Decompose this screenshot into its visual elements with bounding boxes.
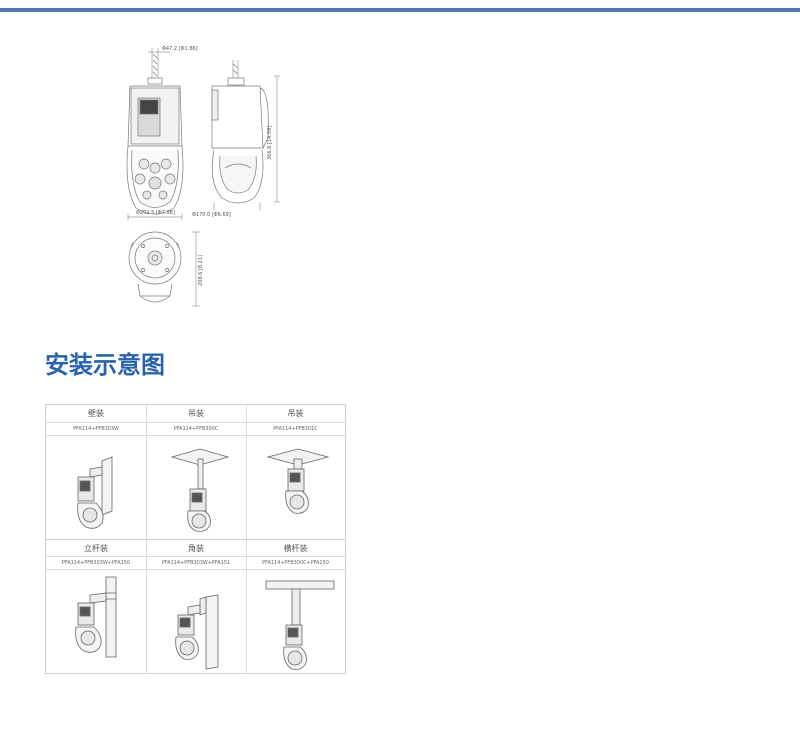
ceiling-mount-illustration [170,448,230,532]
dimension-drawings: Φ47.2 [Φ1.86] Φ202.5 [Φ7.98] Φ170.0 [Φ6.… [126,46,280,307]
top-rule [0,8,800,12]
pole-mount-illustration [75,576,117,658]
mount-label-wall: 壁装 [46,405,146,423]
crossbar-mount-illustration [265,580,335,670]
mount-model-crossbar: PFA114+PFB300C+PFA150 [246,557,345,570]
section-title: 安装示意图 [45,350,165,379]
corner-mount-illustration [175,594,219,670]
mount-model-pole: PFA114+PFB303W+PFA150 [46,557,146,570]
wall-mount-illustration [77,456,113,529]
mount-model-corner: PFA114+PFB303W+PFA151 [146,557,246,570]
top-banner [0,0,800,12]
grid-divider [46,539,345,540]
mount-label-ceiling: 吊装 [146,405,246,423]
mount-model-ceiling: PFA114+PFB300C [146,423,246,436]
mount-label-crossbar: 横杆装 [246,540,345,557]
dim-side-height: 366.8 [14.39] [267,126,273,160]
mount-model-wall: PFA114+PFB303W [46,423,146,436]
ceiling-mount-illustration-2 [266,448,330,514]
mount-label-corner: 角装 [146,540,246,557]
mount-grid: 壁装 吊装 吊装 PFA114+PFB303W PFA114+PFB300C P… [45,404,346,674]
dim-top-width: Φ47.2 [Φ1.86] [162,46,198,52]
mount-model-ceiling-2: PFA114+PFB301C [246,423,345,436]
mount-label-ceiling-2: 吊装 [246,405,345,423]
dim-bottom-depth: 208.6 [8.21] [198,255,204,286]
dim-side-base: Φ170.0 [Φ6.69] [192,212,231,218]
mount-label-pole: 立杆装 [46,540,146,557]
dim-front-width: Φ202.5 [Φ7.98] [136,210,175,216]
